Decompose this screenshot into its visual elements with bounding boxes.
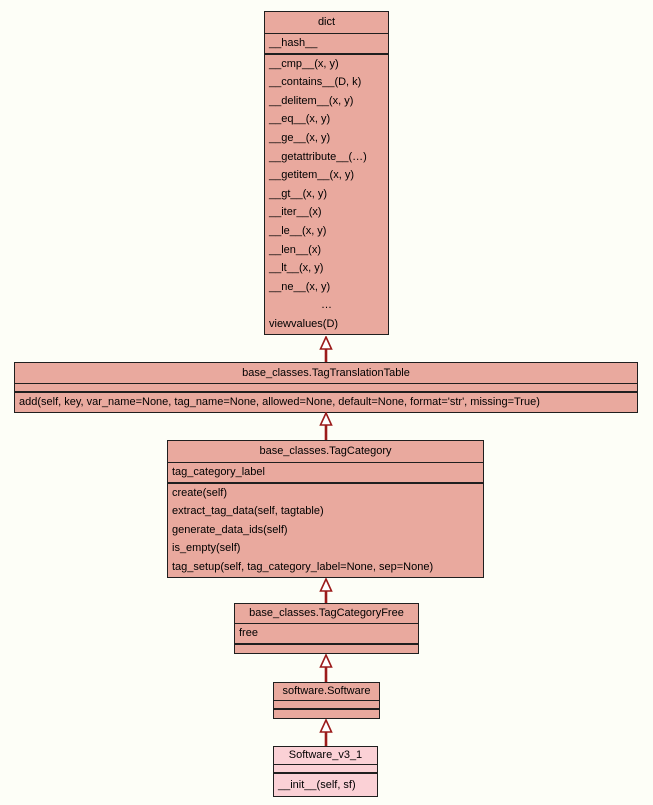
method-row: viewvalues(D) <box>269 317 339 330</box>
method-row: __init__(self, sf) <box>278 779 356 791</box>
class-title: Software_v3_1 <box>288 749 363 761</box>
methods-compartment: __init__(self, sf) <box>274 772 377 796</box>
method-row: __ge__(x, y) <box>269 131 331 144</box>
class-title: dict <box>317 16 336 28</box>
method-row: __gt__(x, y) <box>269 187 328 200</box>
inheritance-arrow-tagtranslationtable-to-dict <box>318 336 334 362</box>
inheritance-arrow-software-to-tagcategoryfree <box>318 654 334 682</box>
class-box-software: software.Software <box>273 682 380 719</box>
method-row: generate_data_ids(self) <box>172 523 288 536</box>
attributes-compartment-empty <box>274 764 377 772</box>
class-box-tagcategory: base_classes.TagCategory tag_category_la… <box>167 440 484 578</box>
method-row: tag_setup(self, tag_category_label=None,… <box>172 560 434 573</box>
methods-compartment-empty <box>235 642 418 653</box>
class-title: base_classes.TagTranslationTable <box>242 367 410 379</box>
method-row: __lt__(x, y) <box>269 262 324 275</box>
method-row: __cmp__(x, y) <box>269 57 339 70</box>
inheritance-arrow-icon <box>319 654 333 682</box>
class-box-dict: dict __hash__ __cmp__(x, y) __contains__… <box>264 11 389 335</box>
attribute-row: __hash__ <box>269 37 318 49</box>
class-title: base_classes.TagCategory <box>259 445 392 457</box>
class-box-tagtranslationtable: base_classes.TagTranslationTable add(sel… <box>14 362 638 413</box>
attribute-row: tag_category_label <box>172 466 265 478</box>
methods-compartment: add(self, key, var_name=None, tag_name=N… <box>15 391 637 412</box>
ellipsis-row: … <box>321 299 332 312</box>
method-row: __iter__(x) <box>269 206 322 219</box>
inheritance-arrow-icon <box>319 719 333 746</box>
attributes-compartment: tag_category_label <box>168 462 483 482</box>
inheritance-arrow-icon <box>319 412 333 440</box>
attributes-compartment-empty <box>15 383 637 391</box>
method-row: add(self, key, var_name=None, tag_name=N… <box>19 396 540 408</box>
inheritance-arrow-icon <box>319 578 333 603</box>
method-row: __len__(x) <box>269 243 321 256</box>
method-row: __delitem__(x, y) <box>269 94 354 107</box>
method-row: __eq__(x, y) <box>269 113 331 126</box>
attributes-compartment-empty <box>274 700 379 708</box>
methods-compartment: __cmp__(x, y) __contains__(D, k) __delit… <box>265 52 388 334</box>
method-row: create(self) <box>172 486 228 499</box>
methods-compartment-empty <box>274 708 379 718</box>
method-row: is_empty(self) <box>172 542 241 555</box>
method-row: __contains__(D, k) <box>269 76 362 89</box>
method-row: __le__(x, y) <box>269 224 327 237</box>
class-title: base_classes.TagCategoryFree <box>249 607 404 619</box>
inheritance-arrow-icon <box>319 336 333 362</box>
method-row: __getitem__(x, y) <box>269 169 354 182</box>
attribute-row: free <box>239 627 258 639</box>
method-row: __getattribute__(…) <box>269 150 367 163</box>
method-row: extract_tag_data(self, tagtable) <box>172 505 324 518</box>
class-box-software-v3-1: Software_v3_1 __init__(self, sf) <box>273 746 378 797</box>
class-box-tagcategoryfree: base_classes.TagCategoryFree free <box>234 603 419 654</box>
class-title: software.Software <box>282 685 371 697</box>
method-row: __ne__(x, y) <box>269 280 331 293</box>
attributes-compartment: __hash__ <box>265 33 388 53</box>
inheritance-arrow-tagcategoryfree-to-tagcategory <box>318 578 334 603</box>
inheritance-arrow-tagcategory-to-tagtranslationtable <box>318 412 334 440</box>
inheritance-arrow-softwarev31-to-software <box>318 719 334 746</box>
attributes-compartment: free <box>235 623 418 643</box>
methods-compartment: create(self) extract_tag_data(self, tagt… <box>168 481 483 577</box>
